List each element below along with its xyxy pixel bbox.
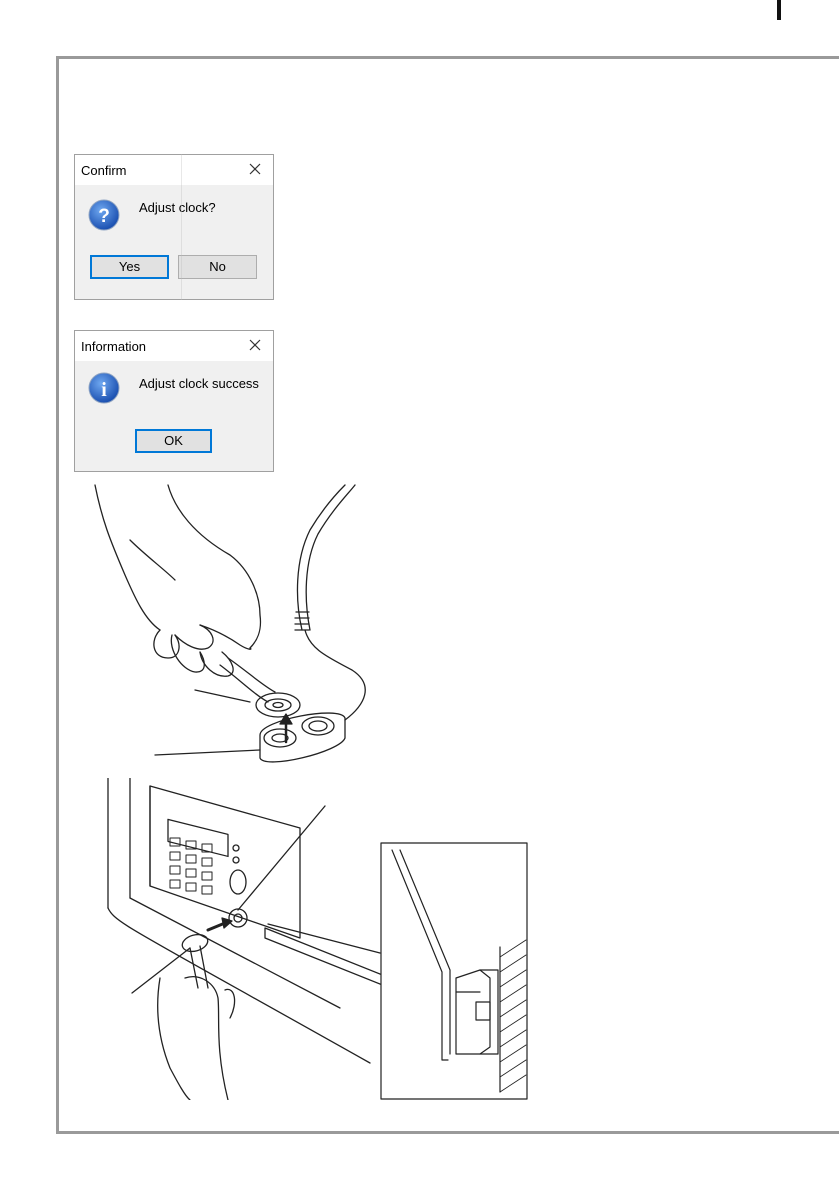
confirm-dialog: Confirm ? Adjust clock? Yes No <box>74 154 274 300</box>
ok-button[interactable]: OK <box>135 429 212 453</box>
safe-door-illustration <box>90 778 390 1100</box>
close-icon[interactable] <box>245 335 265 355</box>
confirm-message: Adjust clock? <box>139 200 216 215</box>
info-dialog: Information i Adjust clock success OK <box>74 330 274 472</box>
info-title-bar: Information <box>75 331 273 361</box>
question-icon: ? <box>87 198 121 232</box>
info-title: Information <box>81 339 146 354</box>
confirm-title: Confirm <box>81 163 127 178</box>
svg-text:?: ? <box>98 206 110 227</box>
background-gridline <box>181 154 182 300</box>
no-button[interactable]: No <box>178 255 257 279</box>
key-reader-illustration <box>90 480 390 780</box>
page-edge-mark <box>777 0 781 20</box>
confirm-title-bar: Confirm <box>75 155 273 185</box>
info-icon: i <box>87 371 121 405</box>
detail-inset-illustration <box>380 842 528 1102</box>
yes-button[interactable]: Yes <box>90 255 169 279</box>
svg-text:i: i <box>101 379 107 401</box>
info-message: Adjust clock success <box>139 376 259 391</box>
close-icon[interactable] <box>245 159 265 179</box>
